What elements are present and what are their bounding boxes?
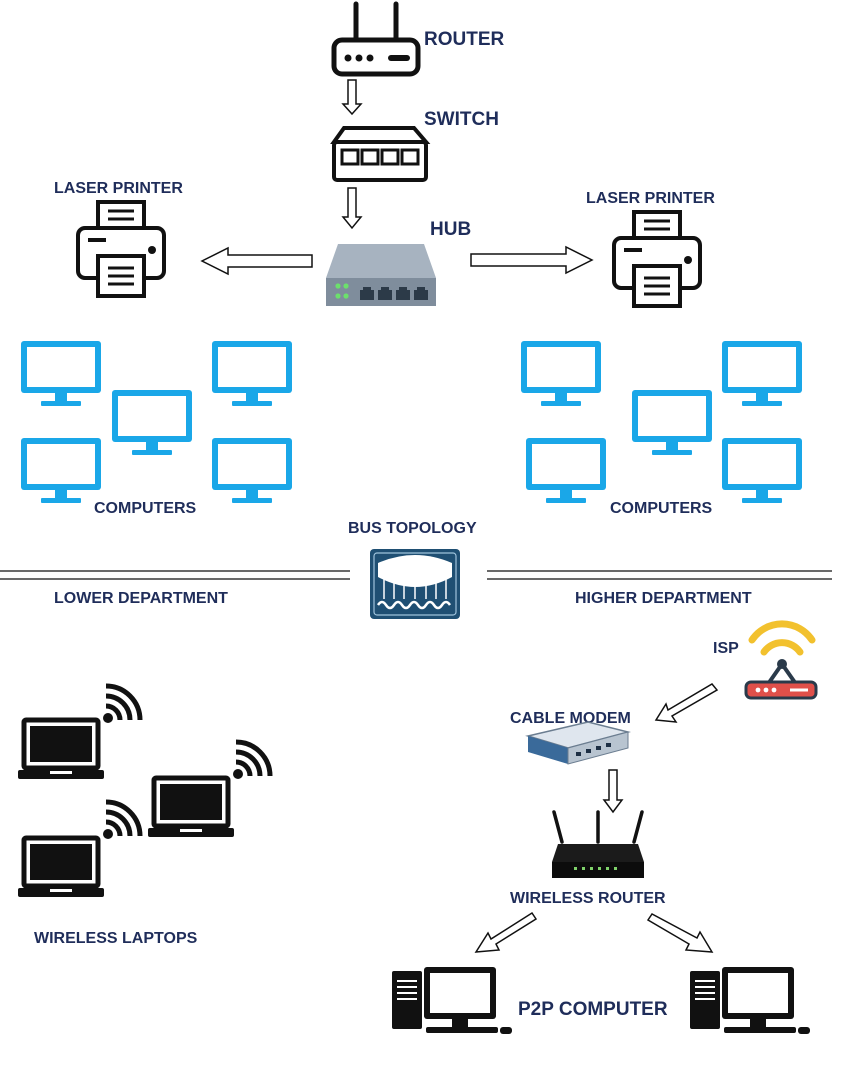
arrow-hub-right-printer (470, 245, 594, 275)
laser-printer-left-label: LASER PRINTER (54, 180, 183, 197)
arrow-router-p2p-right (646, 913, 714, 953)
bus-topology-label: BUS TOPOLOGY (348, 520, 477, 537)
cable-modem-label: CABLE MODEM (510, 710, 631, 727)
computers-left-group (21, 341, 292, 503)
arrow-hub-left-printer (200, 246, 313, 276)
arrow-switch-hub (341, 187, 363, 230)
computers-right-label: COMPUTERS (610, 500, 713, 517)
monitor-icon (722, 341, 802, 406)
p2p-computer-right-icon (689, 966, 811, 1035)
p2p-computer-left-icon (391, 966, 513, 1035)
arrow-isp-modem (654, 683, 719, 723)
monitor-icon (212, 341, 292, 406)
hub-label: HUB (430, 219, 472, 240)
monitor-icon (212, 438, 292, 503)
hub-icon (326, 244, 436, 306)
isp-icon (744, 620, 818, 700)
wifi-signal-icon (233, 742, 270, 779)
wifi-signal-icon (103, 686, 140, 723)
computers-right-group (521, 341, 802, 503)
switch-label: SWITCH (424, 109, 499, 130)
wireless-laptops-label: WIRELESS LAPTOPS (34, 930, 198, 947)
monitor-icon (521, 341, 601, 406)
arrow-router-switch (341, 79, 363, 116)
router-label: ROUTER (424, 29, 505, 50)
laser-printer-right-label: LASER PRINTER (586, 190, 715, 207)
laptop-icon (148, 778, 234, 837)
wireless-laptops-group (18, 686, 270, 897)
laptop-icon (18, 838, 104, 897)
monitor-icon (21, 438, 101, 503)
department-divider (0, 570, 832, 580)
arrow-router-p2p-left (474, 911, 538, 953)
laptop-icon (18, 720, 104, 779)
monitor-icon (526, 438, 606, 503)
monitor-icon (21, 341, 101, 406)
wireless-router-icon (552, 810, 644, 878)
higher-department-label: HIGHER DEPARTMENT (575, 590, 752, 607)
monitor-icon (632, 390, 712, 455)
monitor-icon (112, 390, 192, 455)
laser-printer-left-icon (76, 200, 166, 298)
wireless-router-label: WIRELESS ROUTER (510, 890, 666, 907)
arrow-modem-router (602, 769, 624, 814)
router-icon (331, 1, 421, 77)
p2p-computer-label: P2P COMPUTER (518, 999, 668, 1020)
lower-department-label: LOWER DEPARTMENT (54, 590, 228, 607)
cable-modem-icon (525, 721, 631, 765)
switch-icon (330, 126, 431, 182)
wifi-signal-icon (103, 802, 140, 839)
laser-printer-right-icon (612, 210, 702, 308)
bus-topology-icon (370, 549, 460, 619)
monitor-icon (722, 438, 802, 503)
isp-label: ISP (713, 640, 739, 657)
computers-left-label: COMPUTERS (94, 500, 197, 517)
